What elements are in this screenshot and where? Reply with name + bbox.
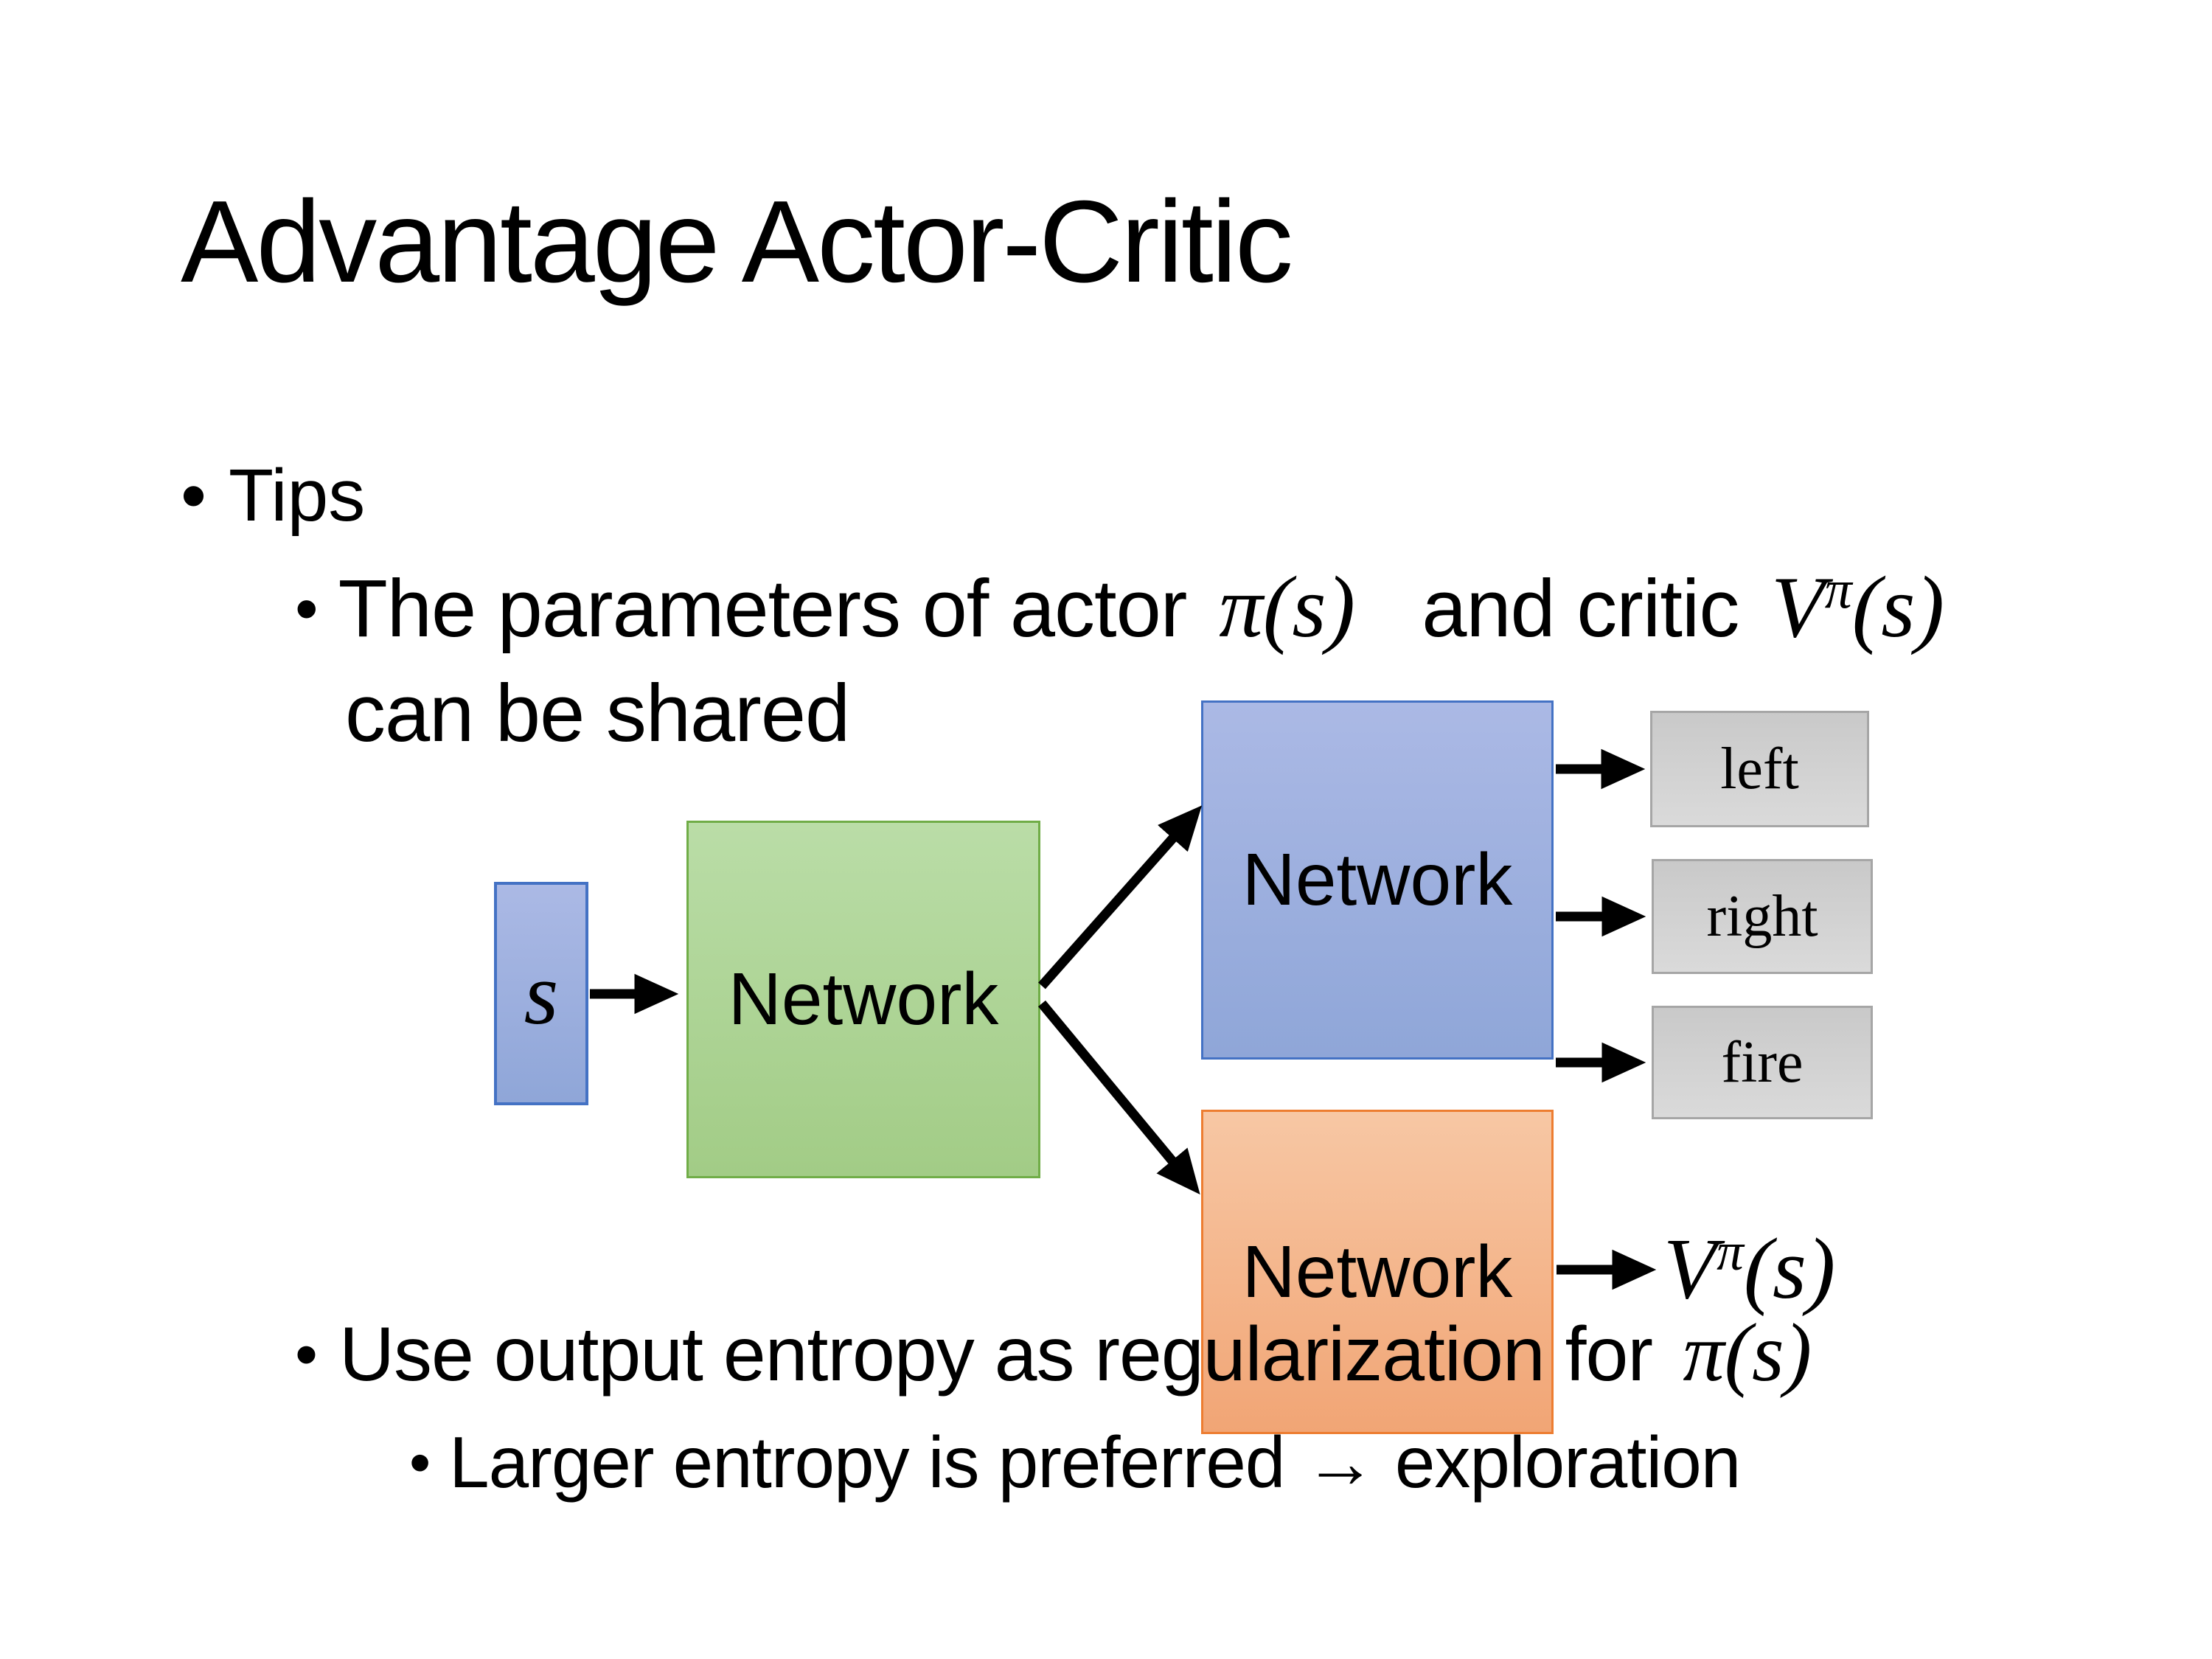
bullet-glyph: •	[295, 1317, 318, 1391]
shared-params-pre: The parameters of actor	[338, 563, 1188, 654]
state-input-box: s	[494, 882, 588, 1105]
critic-math-base: V	[1771, 558, 1825, 655]
entropy-pre: Use output entropy as regularization for	[338, 1312, 1653, 1397]
bullet-glyph: •	[181, 454, 207, 537]
bullet-glyph: •	[409, 1428, 431, 1498]
shared-params-mid: and critic	[1422, 563, 1739, 654]
entropy-policy-math: π(s)	[1683, 1307, 1812, 1399]
bullet-glyph: •	[295, 571, 319, 646]
tips-label: Tips	[229, 454, 366, 537]
page-title: Advantage Actor-Critic	[181, 177, 1293, 307]
action-label-fire: fire	[1721, 1029, 1804, 1095]
critic-math-args: (s)	[1851, 558, 1945, 655]
action-box-right: right	[1652, 859, 1873, 974]
actor-policy-math: π(s)	[1219, 558, 1356, 655]
arrow-shared-to-actor	[1038, 805, 1203, 990]
bullet-line-shared-params: • The parameters of actor π(s) and critic…	[295, 554, 1944, 660]
critic-network-label: Network	[1242, 1230, 1513, 1313]
action-label-right: right	[1706, 883, 1818, 949]
critic-value-math: Vπ(s)	[1771, 558, 1944, 655]
value-math-args: (s)	[1743, 1220, 1836, 1317]
action-box-left: left	[1650, 711, 1869, 827]
actor-network-box: Network	[1201, 700, 1554, 1060]
value-output-label: Vπ(s)	[1663, 1208, 1835, 1329]
action-box-fire: fire	[1652, 1006, 1873, 1119]
arrow-shared-to-critic	[1037, 1000, 1200, 1195]
exploration-label: Larger entropy is preferred → exploratio…	[449, 1422, 1741, 1503]
actor-network-label: Network	[1242, 838, 1513, 921]
shared-network-label: Network	[728, 958, 999, 1040]
bullet-line-tips: • Tips	[181, 451, 365, 540]
critic-network-box: Network	[1201, 1110, 1554, 1434]
value-math-base: V	[1663, 1220, 1717, 1317]
critic-math-sup: π	[1824, 559, 1852, 620]
action-label-left: left	[1720, 736, 1799, 801]
value-math-sup: π	[1717, 1221, 1744, 1281]
shared-params-continuation: can be shared	[345, 668, 850, 759]
shared-network-box: Network	[686, 821, 1040, 1178]
state-label: s	[524, 944, 559, 1043]
bullet-line-entropy: • Use output entropy as regularization fo…	[295, 1304, 1812, 1403]
bullet-line-exploration: • Larger entropy is preferred → explorati…	[409, 1419, 1741, 1506]
